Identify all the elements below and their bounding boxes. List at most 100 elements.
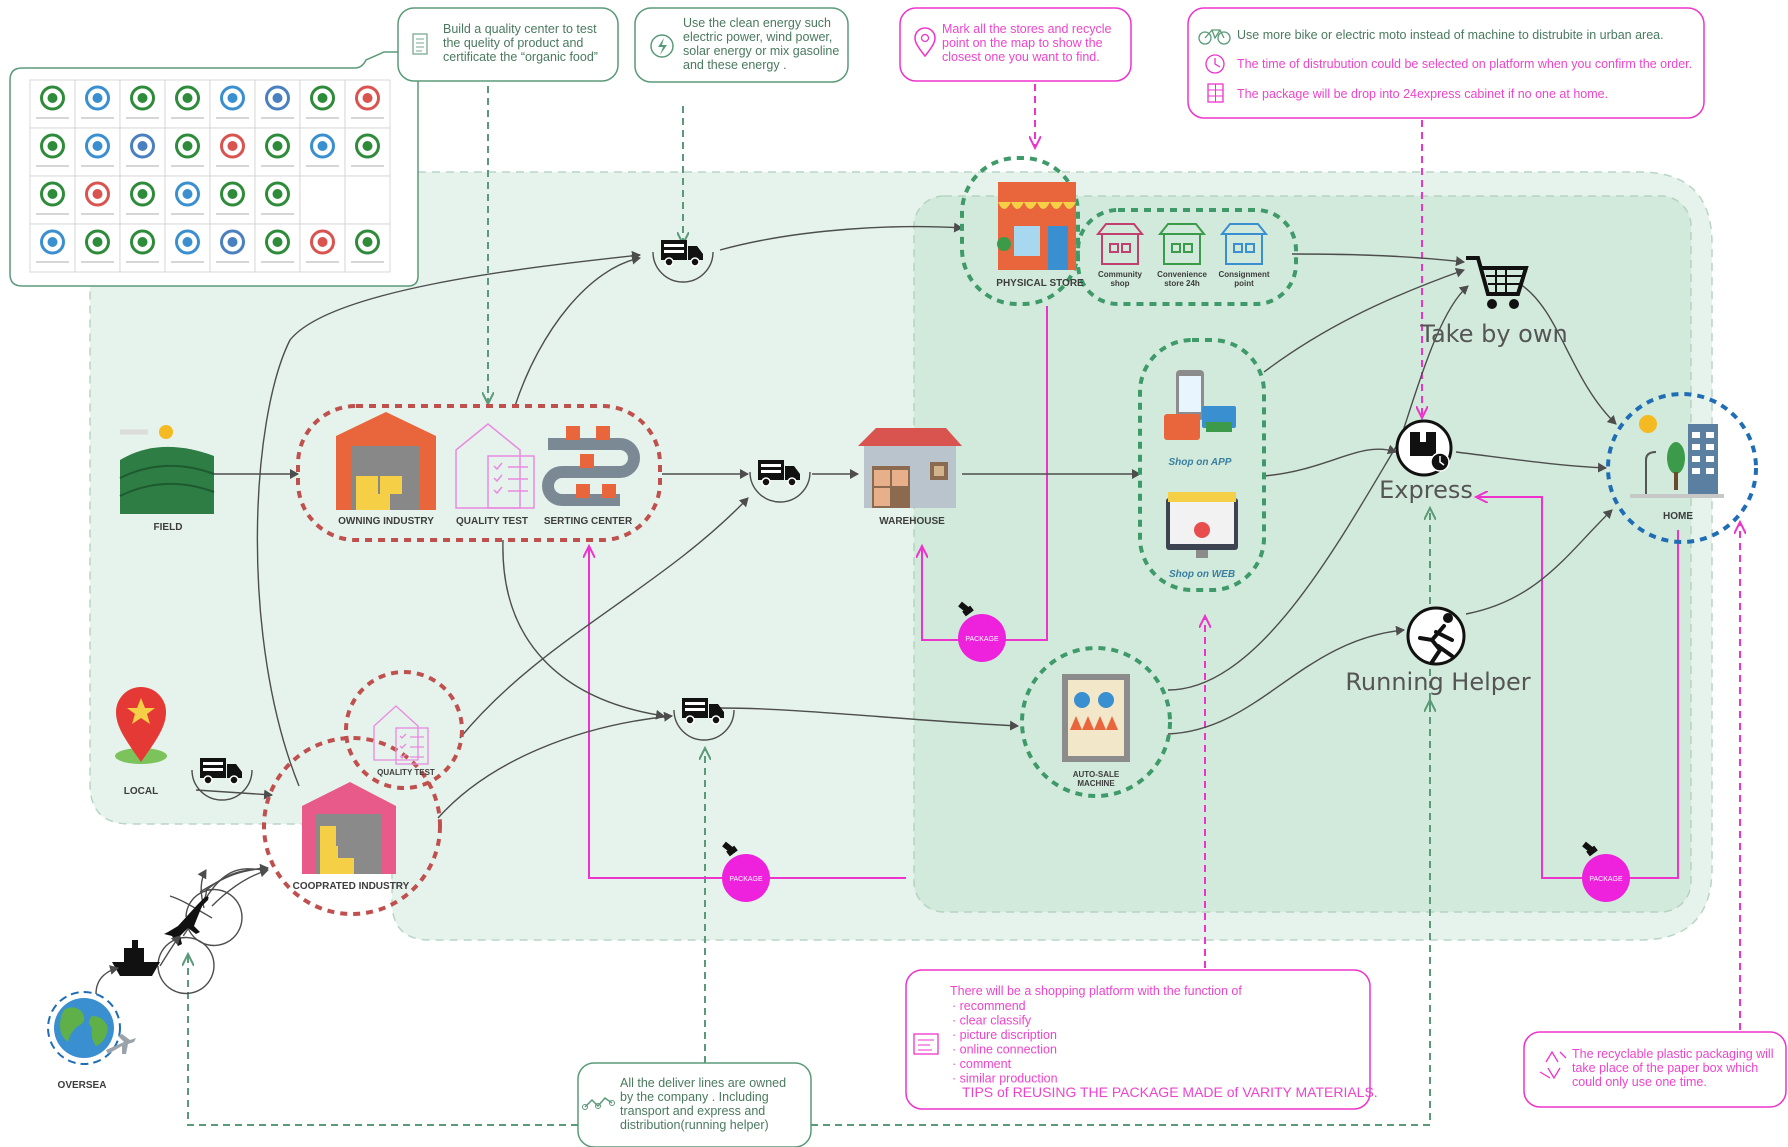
note-line: Build a quality center to test <box>443 22 597 36</box>
ship-node <box>112 936 215 995</box>
flow-helper-home <box>1465 509 1613 615</box>
certification-seal-center <box>137 93 148 103</box>
coop-quality-test-node: QUALITY TEST <box>373 705 435 777</box>
home-node: HOME <box>1630 415 1724 522</box>
magenta-annotation-arrows <box>1035 84 1740 1030</box>
oversea-node: OVERSEA <box>47 991 136 1091</box>
note-line: Use the clean energy such <box>683 16 831 30</box>
ship-ring <box>157 936 215 995</box>
route-icon <box>582 1096 615 1110</box>
ring-coop-quality <box>344 670 464 790</box>
certification-seal-center <box>272 237 283 247</box>
local-node: LOCAL <box>115 687 167 797</box>
coop-industry-label: COOPRATED INDUSTRY <box>293 881 410 892</box>
plug-icon <box>958 601 974 617</box>
flow-industry-truck3 <box>502 539 665 720</box>
certification-seal-center <box>182 93 193 103</box>
flow-coop-truck1 <box>256 250 641 787</box>
platform-tip: TIPS of REUSING THE PACKAGE MADE of VARI… <box>962 1084 1378 1100</box>
flow-industry-truck1 <box>514 254 641 407</box>
certification-seal-center <box>227 93 238 103</box>
note-distribution-tips: Use more bike or electric moto instead o… <box>1187 7 1705 119</box>
community-shop-label: Community <box>1098 270 1143 279</box>
svg-text:The recyclable plastic packagi: The recyclable plastic packaging willtak… <box>1572 1047 1773 1089</box>
shopping-cart-icon <box>1466 256 1529 309</box>
note-line: electric power, wind power, <box>683 30 832 44</box>
truck-icon <box>673 698 735 741</box>
note-line: certificate the “organic food” <box>443 50 598 64</box>
note-line: and these energy . <box>683 58 787 72</box>
platform-intro: There will be a shopping platform with t… <box>950 984 1242 998</box>
certification-seal-center <box>317 141 328 151</box>
monitor-shopping-icon <box>1166 492 1238 558</box>
node-rings <box>262 156 1758 916</box>
local-label: LOCAL <box>124 786 158 797</box>
plug-icon <box>722 841 738 857</box>
coop-factory-icon <box>302 782 396 874</box>
plane-node <box>164 888 243 947</box>
flow-store-cart <box>1291 253 1465 267</box>
physical-store-node: PHYSICAL STORE <box>996 182 1084 289</box>
running-helper-node: Running Helper <box>1345 606 1531 696</box>
location-star-icon <box>115 687 167 764</box>
document-icon <box>412 33 428 55</box>
ship-icon <box>112 940 160 976</box>
certification-seal-center <box>47 237 58 247</box>
note-line: All the deliver lines are owned <box>620 1076 786 1090</box>
platform-function-item: · clear classify <box>952 1014 1032 1028</box>
package-badge: PACKAGE <box>958 601 1006 662</box>
certification-seal-center <box>182 237 193 247</box>
serting-center-node: SERTING CENTER <box>542 426 640 527</box>
certification-seal-center <box>92 141 103 151</box>
plug-icon <box>1582 841 1598 857</box>
note-line: closest one you want to find. <box>942 50 1100 64</box>
region-inner <box>913 195 1692 913</box>
certification-seal-center <box>182 189 193 199</box>
field-label: FIELD <box>154 522 183 533</box>
tip-time: The time of distrubution could be select… <box>1237 57 1692 71</box>
shop-on-web-label: Shop on WEB <box>1169 569 1235 580</box>
certification-seal-center <box>92 237 103 247</box>
certification-seal-center <box>182 141 193 151</box>
flow-local-coop <box>195 789 273 800</box>
consignment-point-label: Consignment <box>1218 270 1269 279</box>
warehouse-icon <box>858 428 962 508</box>
field-icon <box>119 425 215 514</box>
logo-cell <box>344 175 391 225</box>
platform-function-list: · recommend· clear classify· picture dis… <box>952 999 1058 1086</box>
flow-plane-coop2 <box>211 867 269 907</box>
flow-coop-truck3 <box>437 711 673 819</box>
note-line: The recyclable plastic packaging will <box>1572 1047 1773 1061</box>
flow-cart-home <box>1519 283 1617 425</box>
certification-seal-center <box>272 93 283 103</box>
flow-oversea-loop <box>169 895 213 919</box>
certification-seal-center <box>227 189 238 199</box>
certification-seal-center <box>137 141 148 151</box>
logo-cell <box>164 223 211 273</box>
arrow-lines-to-oversea <box>188 954 578 1126</box>
platform-function-item: · online connection <box>952 1043 1057 1057</box>
vending-machine-icon <box>1062 674 1130 762</box>
package-label: PACKAGE <box>1589 876 1623 883</box>
note-line: solar energy or mix gasoline <box>683 44 839 58</box>
owning-industry-node: OWNING INDUSTRY <box>336 412 436 527</box>
truck-icon <box>191 758 253 801</box>
cabinet-icon <box>1207 83 1224 103</box>
green-annotation-arrows <box>188 86 1430 1126</box>
ring-physical-store <box>960 156 1080 306</box>
note-shopping-platform: There will be a shopping platform with t… <box>905 969 1378 1110</box>
flow-ship-plane2 <box>159 935 181 967</box>
quality-test-label: QUALITY TEST <box>456 516 528 527</box>
ring-home <box>1606 392 1758 544</box>
